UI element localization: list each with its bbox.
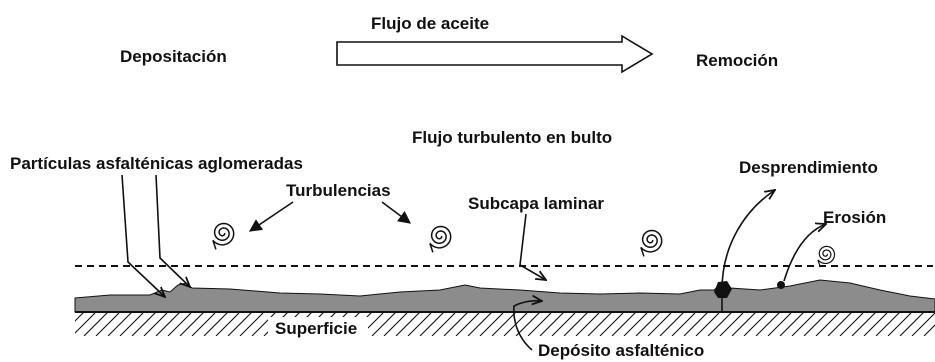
laminar-sublayer-label: Subcapa laminar xyxy=(468,194,604,213)
eddy-icon xyxy=(429,225,452,253)
eroded-particle xyxy=(777,281,785,289)
asphaltene-deposit-layer xyxy=(74,279,935,313)
laminar-sublayer-leader xyxy=(519,213,546,280)
agglomerated-particles-label: Partículas asfalténicas aglomeradas xyxy=(10,154,303,173)
detachment-arrow xyxy=(721,190,775,291)
asphaltene-deposit-leader xyxy=(513,301,542,351)
removal-label: Remoción xyxy=(696,51,778,70)
eddy-icon xyxy=(640,229,663,257)
turbulences-leader-right xyxy=(381,201,412,224)
asphaltene-deposit-label: Depósito asfalténico xyxy=(538,341,704,360)
oil-flow-arrow xyxy=(336,34,654,74)
surface-hatching xyxy=(75,312,935,336)
agglomerated-particles-leader-1 xyxy=(121,174,165,297)
deposition-label: Depositación xyxy=(120,47,227,66)
bulk-turbulent-flow-label: Flujo turbulento en bulto xyxy=(412,128,612,147)
agglomerated-particles-leader-2 xyxy=(155,174,190,287)
erosion-label: Erosión xyxy=(823,208,886,227)
surface-label-background xyxy=(268,317,368,339)
erosion-arrow xyxy=(783,224,826,282)
eddy-icon xyxy=(212,222,235,250)
oil-flow-label: Flujo de aceite xyxy=(371,14,489,33)
eddy-icon xyxy=(817,245,836,268)
turbulences-leader-left xyxy=(248,201,294,232)
detachment-label: Desprendimiento xyxy=(739,158,878,177)
detached-particle xyxy=(714,281,732,298)
turbulences-label: Turbulencias xyxy=(286,181,391,200)
surface-label: Superficie xyxy=(275,319,357,338)
